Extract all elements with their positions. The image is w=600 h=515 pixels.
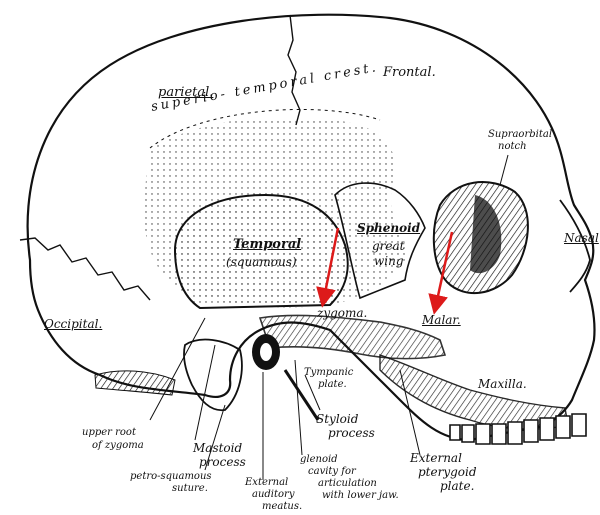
label-sphenoid-1: Sphenoid bbox=[357, 222, 420, 234]
label-frontal: Frontal. bbox=[383, 66, 436, 79]
label-upper-root-2: of zygoma bbox=[92, 441, 144, 451]
coronal-suture bbox=[288, 15, 300, 125]
zygomatic-arch bbox=[260, 315, 445, 358]
label-glenoid-4: with lower jaw. bbox=[322, 491, 399, 501]
label-maxilla: Maxilla. bbox=[478, 378, 527, 390]
label-supraorbital-2: notch bbox=[498, 142, 527, 152]
label-upper-root-1: upper root bbox=[82, 428, 136, 438]
label-external-pterygoid-1: External bbox=[410, 452, 462, 464]
label-malar: Malar. bbox=[422, 314, 461, 326]
lambdoid-suture bbox=[20, 238, 150, 300]
label-sphenoid-3: wing bbox=[374, 255, 404, 267]
label-auditory-1: External bbox=[245, 478, 288, 488]
label-glenoid-1: glenoid bbox=[300, 455, 338, 465]
occipital-condyle bbox=[95, 371, 175, 395]
label-nasal: Nasal bbox=[564, 232, 599, 244]
label-auditory-3: meatus. bbox=[262, 502, 302, 512]
label-external-pterygoid-2: pterygoid bbox=[418, 466, 477, 478]
label-mastoid-1: Mastoid bbox=[193, 442, 242, 454]
label-tympanic-2: plate. bbox=[318, 380, 347, 390]
label-glenoid-3: articulation bbox=[318, 479, 377, 489]
label-temporal-2: (squamous) bbox=[226, 256, 297, 268]
label-supraorbital-1: Supraorbital bbox=[488, 130, 552, 140]
label-styloid-2: process bbox=[328, 427, 375, 439]
label-petro-squamous-2: suture. bbox=[172, 484, 208, 494]
label-external-pterygoid-3: plate. bbox=[440, 480, 474, 492]
label-occipital: Occipital. bbox=[44, 318, 102, 330]
mastoid-process bbox=[184, 340, 242, 411]
label-tympanic-1: Tympanic bbox=[304, 368, 353, 378]
label-sphenoid-2: great bbox=[372, 240, 405, 252]
label-zygoma: zygoma. bbox=[317, 307, 367, 319]
label-temporal-1: Temporal bbox=[233, 238, 301, 251]
label-petro-squamous-1: petro-squamous bbox=[130, 472, 212, 482]
label-styloid-1: Styloid bbox=[316, 413, 358, 425]
label-auditory-2: auditory bbox=[252, 490, 294, 500]
label-glenoid-2: cavity for bbox=[308, 467, 356, 477]
label-mastoid-2: process bbox=[199, 456, 246, 468]
